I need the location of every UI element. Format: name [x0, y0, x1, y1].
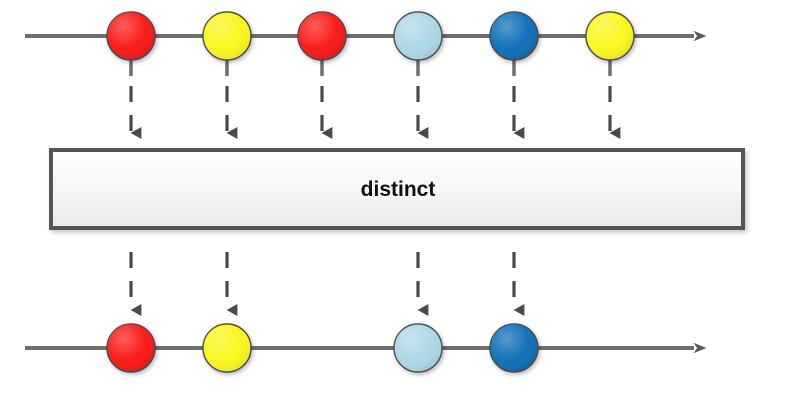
result-marble-4-dark-blue[interactable] — [489, 323, 539, 373]
result-timeline — [25, 323, 707, 373]
source-marble-6-yellow[interactable] — [585, 11, 635, 61]
source-marble-1-red[interactable] — [106, 11, 156, 61]
source-marble-2-yellow[interactable] — [202, 11, 252, 61]
result-marble-3-light-blue[interactable] — [393, 323, 443, 373]
source-timeline — [25, 11, 707, 76]
source-marbles — [106, 11, 635, 61]
result-marbles — [106, 323, 539, 373]
source-marble-5-dark-blue[interactable] — [489, 11, 539, 61]
operator-box[interactable]: distinct — [49, 148, 745, 230]
source-marble-stubs — [129, 48, 612, 76]
operator-box-rect[interactable] — [49, 148, 745, 230]
source-marble-4-light-blue[interactable] — [393, 11, 443, 61]
result-marble-2-yellow[interactable] — [202, 323, 252, 373]
source-marble-3-red[interactable] — [297, 11, 347, 61]
input-dashed-arrows — [129, 86, 621, 139]
result-marble-1-red[interactable] — [106, 323, 156, 373]
operator-box-label: distinct — [361, 178, 436, 201]
output-dashed-arrows — [129, 252, 525, 316]
